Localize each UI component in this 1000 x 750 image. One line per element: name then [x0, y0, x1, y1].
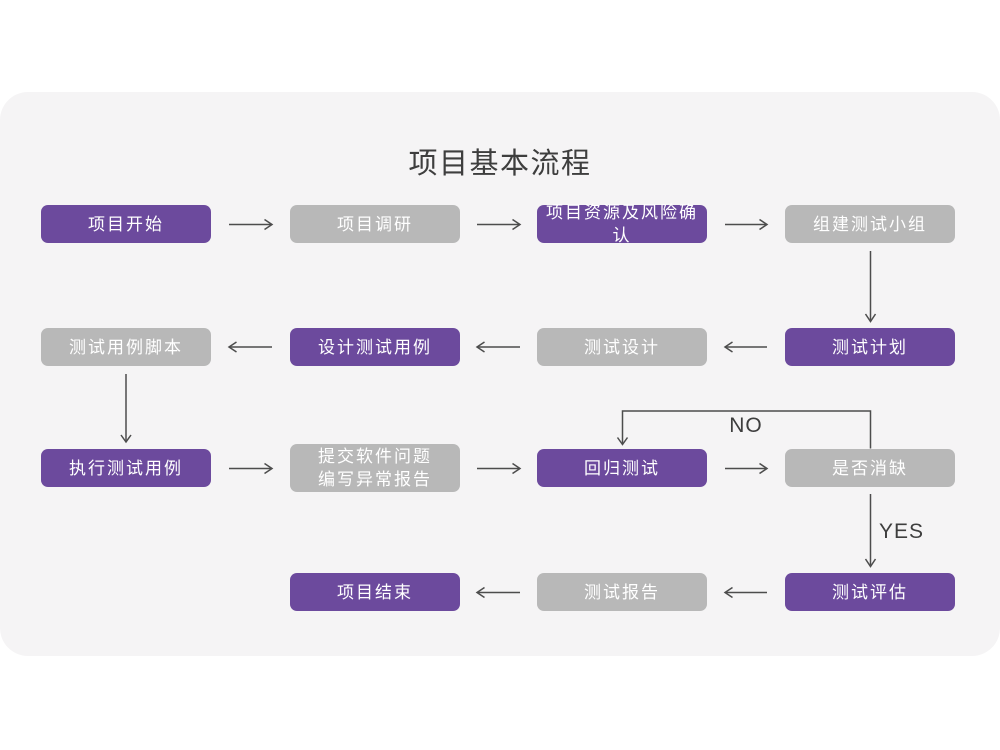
node-label: 测试报告 — [584, 582, 660, 602]
node-label-line: 提交软件问题 — [318, 447, 432, 466]
flow-node-defect-cleared: 是否消缺 — [785, 449, 955, 487]
node-label: 测试设计 — [584, 337, 660, 357]
node-label: 项目调研 — [337, 214, 413, 234]
node-label: 回归测试 — [584, 458, 660, 478]
flow-node-execute-test-cases: 执行测试用例 — [41, 449, 211, 487]
node-label: 项目开始 — [88, 214, 164, 234]
node-label: 测试用例脚本 — [69, 337, 183, 357]
flow-node-submit-issue-report: 提交软件问题 编写异常报告 — [290, 444, 460, 492]
flow-node-test-case-script: 测试用例脚本 — [41, 328, 211, 366]
node-label: 测试评估 — [832, 582, 908, 602]
node-label: 是否消缺 — [832, 458, 908, 478]
flow-node-test-plan: 测试计划 — [785, 328, 955, 366]
flow-node-test-design: 测试设计 — [537, 328, 707, 366]
node-label: 组建测试小组 — [813, 214, 927, 234]
flow-node-project-research: 项目调研 — [290, 205, 460, 243]
node-label-line: 编写异常报告 — [318, 470, 432, 489]
flow-node-test-report: 测试报告 — [537, 573, 707, 611]
flow-node-regression-test: 回归测试 — [537, 449, 707, 487]
flow-node-design-test-cases: 设计测试用例 — [290, 328, 460, 366]
node-label: 执行测试用例 — [69, 458, 183, 478]
edge-label-yes: YES — [879, 520, 925, 543]
flow-node-test-evaluation: 测试评估 — [785, 573, 955, 611]
flow-node-project-start: 项目开始 — [41, 205, 211, 243]
node-label: 测试计划 — [832, 337, 908, 357]
edge-label-no: NO — [729, 414, 763, 437]
flow-node-build-test-team: 组建测试小组 — [785, 205, 955, 243]
node-label: 项目结束 — [337, 582, 413, 602]
flow-node-project-end: 项目结束 — [290, 573, 460, 611]
page-title: 项目基本流程 — [408, 148, 592, 180]
flowchart-card — [0, 92, 1000, 656]
node-label: 设计测试用例 — [318, 337, 432, 357]
flow-node-resource-risk: 项目资源及风险确认 — [537, 203, 707, 245]
node-label: 项目资源及风险确认 — [546, 203, 698, 245]
